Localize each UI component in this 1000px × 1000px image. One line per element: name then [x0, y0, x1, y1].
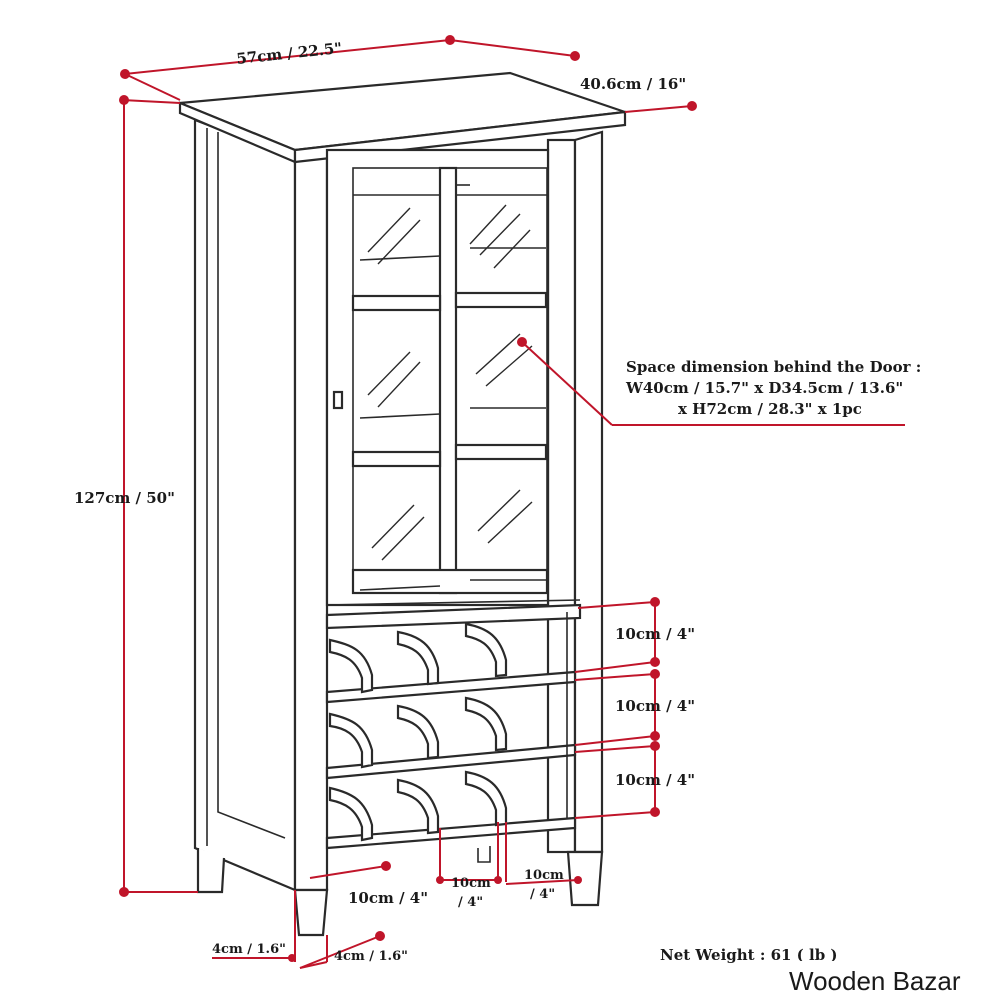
leg-depth-label: 4cm / 1.6": [212, 942, 286, 957]
leg-width-label: 4cm / 1.6": [334, 949, 408, 964]
rack-height-label-2: 10cm / 4": [615, 697, 695, 715]
left-back-leg: [196, 848, 226, 894]
height-label: 127cm / 50": [74, 489, 175, 507]
divider-width-line1: 10cm: [451, 876, 491, 891]
front-right-leg: [566, 850, 604, 907]
front-left-stile: [293, 156, 329, 892]
watermark-text: Wooden Bazar: [789, 966, 961, 996]
dimension-labels: 57cm / 22.5" 40.6cm / 16" 127cm / 50" Sp…: [74, 39, 921, 964]
cabinet-drawing: [178, 71, 627, 937]
front-left-leg: [293, 888, 329, 937]
rack-height-label-1: 10cm / 4": [615, 625, 695, 643]
width-label: 57cm / 22.5": [236, 39, 343, 68]
right-slot-line2: / 4": [530, 887, 555, 902]
net-weight-label: Net Weight : 61 ( lb ): [660, 946, 838, 964]
dimension-lines: [119, 35, 905, 969]
wine-rack: [325, 603, 582, 850]
bottle-slot-label: 10cm / 4": [348, 889, 428, 907]
front-right-stile: [546, 138, 577, 854]
divider-width-line2: / 4": [458, 895, 483, 910]
watermark: Wooden Bazar: [784, 961, 1000, 1000]
back-center-leg: [477, 846, 491, 863]
right-slot-line1: 10cm: [524, 868, 564, 883]
rack-height-label-3: 10cm / 4": [615, 771, 695, 789]
left-side-inner: [206, 128, 286, 846]
door-space-line1: Space dimension behind the Door :: [626, 358, 921, 376]
depth-label: 40.6cm / 16": [580, 75, 686, 93]
left-side-panel: [193, 118, 297, 892]
door-space-line2: W40cm / 15.7" x D34.5cm / 13.6": [625, 379, 903, 397]
door-space-line3: x H72cm / 28.3" x 1pc: [678, 400, 862, 418]
door-handle: [332, 390, 344, 410]
glass-door: [325, 148, 581, 607]
